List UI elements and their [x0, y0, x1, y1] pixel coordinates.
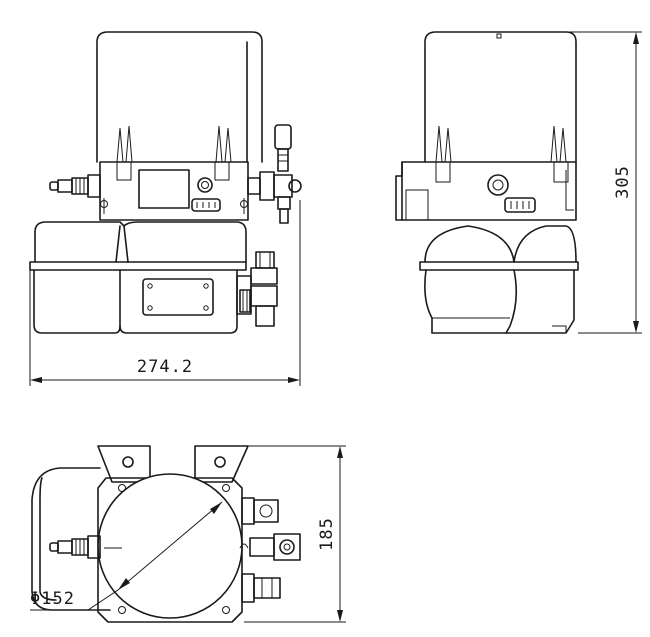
front-view	[29, 31, 302, 334]
width-dimension: 274.2	[29, 200, 301, 386]
width-label: 274.2	[137, 357, 193, 377]
depth-dimension: 185	[244, 445, 346, 623]
diameter-label: Φ152	[30, 589, 75, 609]
height-label: 305	[613, 165, 633, 199]
diameter-dimension: Φ152	[30, 501, 223, 611]
side-view	[395, 31, 579, 334]
height-dimension: 305	[568, 31, 642, 334]
depth-label: 185	[317, 517, 337, 551]
